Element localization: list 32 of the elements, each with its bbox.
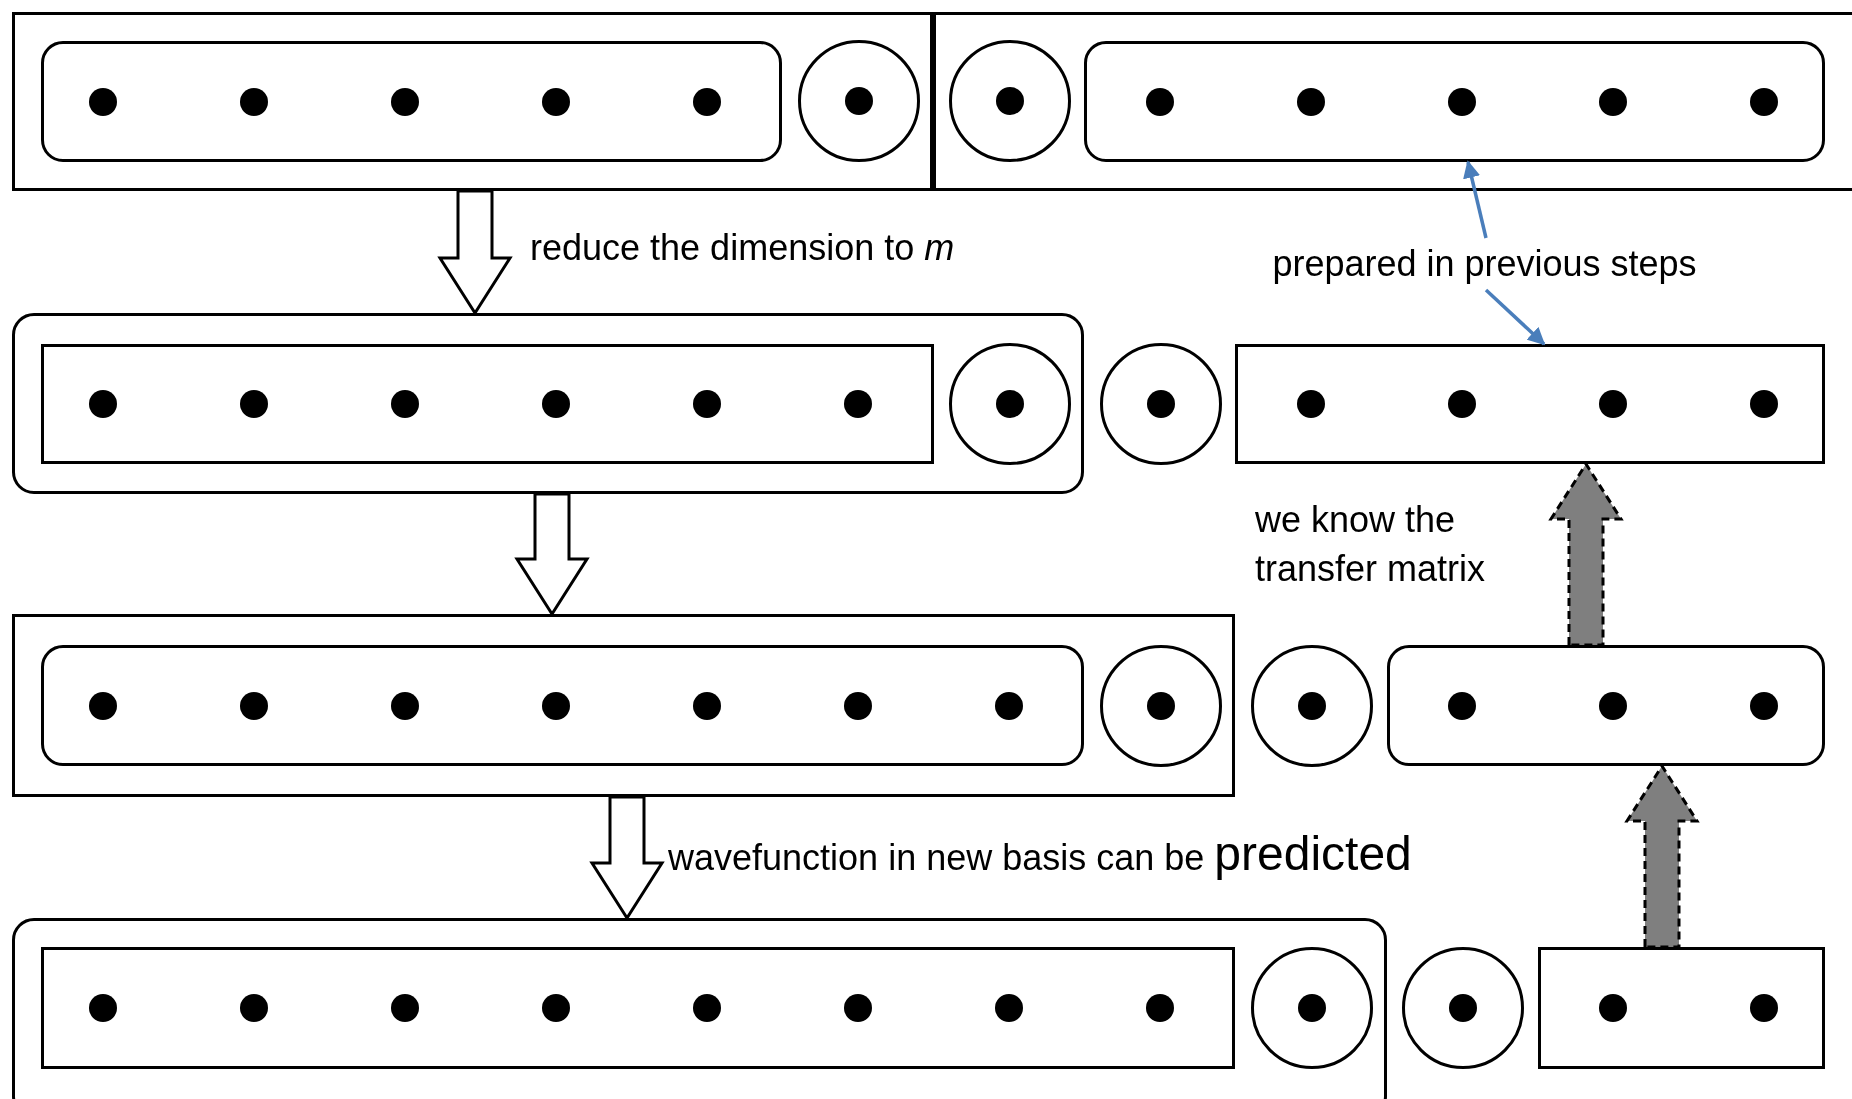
edge-label: we know the transfer matrix <box>1255 498 1487 591</box>
rounded-block <box>1387 645 1825 766</box>
block-arrow <box>1624 763 1700 949</box>
block-box <box>12 614 1235 797</box>
site-circle <box>1251 947 1373 1069</box>
block-box <box>933 12 1852 191</box>
block-arrow <box>514 492 590 617</box>
block-arrow <box>1548 461 1624 647</box>
block-arrow <box>589 795 665 921</box>
block-box <box>1235 344 1825 464</box>
rounded-block <box>12 313 1084 494</box>
edge-label: wavefunction in new basis can be predicted <box>668 826 1412 882</box>
site-circle <box>1251 645 1373 767</box>
site-circle <box>1402 947 1524 1069</box>
rounded-block <box>12 918 1387 1099</box>
site-circle <box>949 40 1071 162</box>
rounded-block <box>1084 41 1825 162</box>
note-text: prepared in previous steps <box>1212 238 1757 290</box>
block-box <box>41 344 934 464</box>
block-box <box>1538 947 1825 1069</box>
site-circle <box>1100 645 1222 767</box>
rounded-block <box>41 41 782 162</box>
site-circle <box>949 343 1071 465</box>
leader-arrow <box>1463 160 1488 239</box>
block-box <box>12 12 933 191</box>
block-arrow <box>437 189 513 316</box>
edge-label: reduce the dimension to m <box>530 226 955 270</box>
site-circle <box>798 40 920 162</box>
site-circle <box>1100 343 1222 465</box>
leader-arrow <box>1484 288 1546 346</box>
rounded-block <box>41 645 1084 766</box>
block-box <box>41 947 1235 1069</box>
